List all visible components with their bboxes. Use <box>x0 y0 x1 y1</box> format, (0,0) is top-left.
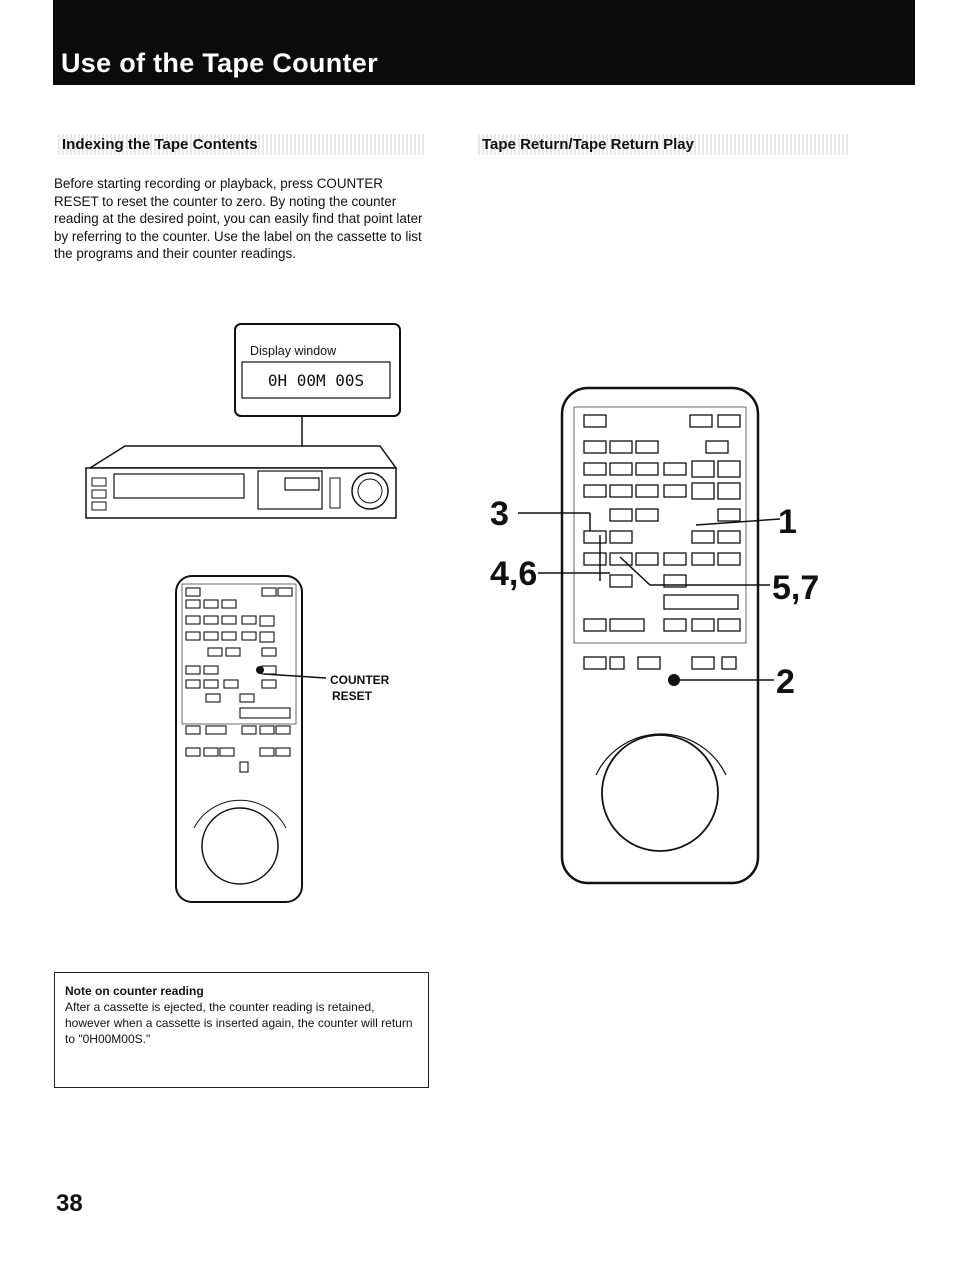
callout-step-2: 2 <box>776 663 795 701</box>
remote-small-illustration: COUNTER RESET <box>175 575 390 903</box>
counter-reset-callout-line1: COUNTER <box>330 673 390 687</box>
page-title: Use of the Tape Counter <box>61 48 378 78</box>
remote-large-illustration: 3 4,6 1 5,7 2 <box>490 386 819 885</box>
counter-reading: 0H 00M 00S <box>268 371 364 390</box>
intro-paragraph: Before starting recording or playback, p… <box>54 176 423 261</box>
callout-step-3: 3 <box>490 495 509 533</box>
header-bar: Use of the Tape Counter <box>53 0 915 85</box>
vcr-illustration: Display window 0H 00M 00S <box>85 323 401 519</box>
counter-reset-callout-line2: RESET <box>332 689 373 703</box>
note-title: Note on counter reading <box>65 984 204 998</box>
note-box: Note on counter reading After a cassette… <box>54 972 429 1088</box>
callout-step-1: 1 <box>778 503 797 541</box>
section-heading-indexing: Indexing the Tape Contents <box>58 134 426 155</box>
section-heading-tape-return: Tape Return/Tape Return Play <box>478 134 848 155</box>
callout-step-4-6: 4,6 <box>490 555 537 593</box>
display-window-label: Display window <box>250 344 337 358</box>
callout-step-5-7: 5,7 <box>772 569 819 607</box>
note-body: After a cassette is ejected, the counter… <box>65 1000 413 1046</box>
page-number: 38 <box>56 1190 83 1217</box>
